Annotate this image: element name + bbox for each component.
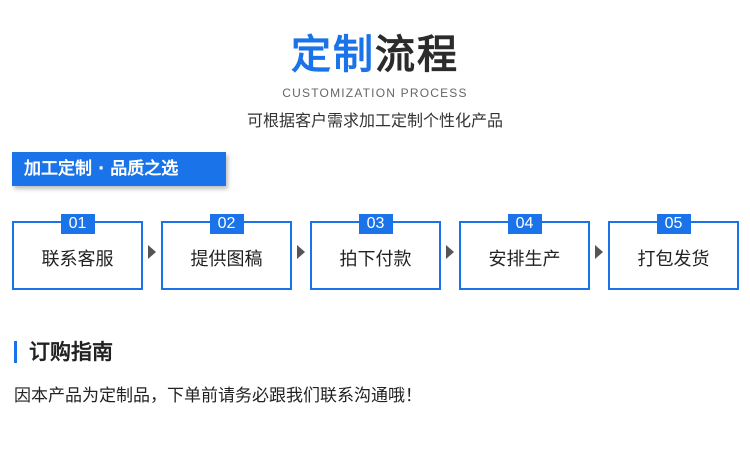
step-number: 05: [656, 214, 691, 234]
step-number: 04: [507, 214, 542, 234]
step-2: 02 提供图稿: [161, 214, 292, 290]
title-rest: 流程: [375, 32, 459, 78]
step-label: 安排生产: [488, 249, 561, 270]
page-title: 定制流程: [0, 30, 750, 80]
step-number: 01: [60, 214, 95, 234]
subtitle-chinese: 可根据客户需求加工定制个性化产品: [246, 111, 503, 130]
step-label: 打包发货: [637, 249, 710, 270]
step-number: 02: [209, 214, 244, 234]
step-label: 提供图稿: [190, 249, 263, 270]
title-highlight: 定制: [291, 32, 375, 78]
step-3: 03 拍下付款: [310, 214, 441, 290]
step-1: 01 联系客服: [12, 214, 143, 290]
ordering-note: 因本产品为定制品，下单前请务必跟我们联系沟通哦！: [14, 386, 422, 406]
subtitle-english: CUSTOMIZATION PROCESS: [282, 86, 468, 100]
step-5: 05 打包发货: [608, 214, 739, 290]
chevron-right-icon: [446, 245, 454, 259]
quality-banner: 加工定制 · 品质之选: [12, 152, 226, 186]
step-label: 联系客服: [41, 249, 114, 270]
process-steps: 01 联系客服 02 提供图稿 03 拍下付款 04 安排生产 05 打包发货: [0, 213, 750, 293]
chevron-right-icon: [297, 245, 305, 259]
step-4: 04 安排生产: [459, 214, 590, 290]
chevron-right-icon: [148, 245, 156, 259]
ordering-guide-heading: 订购指南: [14, 341, 113, 363]
chevron-right-icon: [595, 245, 603, 259]
step-number: 03: [358, 214, 393, 234]
step-label: 拍下付款: [339, 249, 412, 270]
